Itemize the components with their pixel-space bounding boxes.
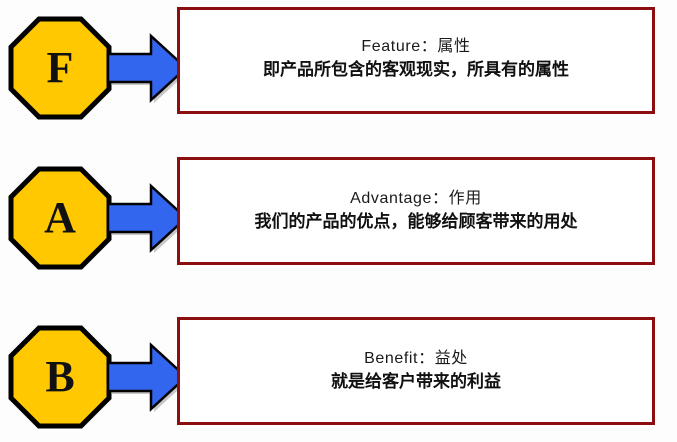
octagon-badge-benefit[interactable]: B	[8, 325, 112, 429]
right-arrow-icon	[106, 33, 189, 103]
octagon-letter-advantage: A	[44, 193, 76, 242]
feature-title: Feature：属性	[361, 38, 471, 55]
text-box-benefit: Benefit：益处 就是给客户带来的利益	[177, 317, 655, 425]
octagon-shape-icon: A	[8, 166, 112, 270]
arrow-feature	[104, 32, 190, 104]
arrow-benefit	[104, 341, 190, 413]
fab-row-benefit: B Benefit：益处 就是给客户带来的利益	[0, 305, 677, 442]
advantage-description: 我们的产品的优点，能够给顾客带来的用处	[254, 212, 578, 231]
benefit-description: 就是给客户带来的利益	[331, 372, 501, 391]
right-arrow-icon	[106, 342, 189, 412]
advantage-title: Advantage：作用	[350, 190, 482, 207]
octagon-badge-feature[interactable]: F	[8, 16, 112, 120]
feature-description: 即产品所包含的客观现实，所具有的属性	[263, 60, 569, 79]
octagon-shape-icon: F	[8, 16, 112, 120]
octagon-letter-feature: F	[47, 43, 74, 92]
text-box-feature: Feature：属性 即产品所包含的客观现实，所具有的属性	[177, 7, 655, 114]
fab-row-feature: F Feature：属性 即产品所包含的客观现实，所具有的属性	[0, 0, 677, 145]
octagon-shape-icon: B	[8, 325, 112, 429]
text-box-advantage: Advantage：作用 我们的产品的优点，能够给顾客带来的用处	[177, 157, 655, 265]
octagon-badge-advantage[interactable]: A	[8, 166, 112, 270]
benefit-title: Benefit：益处	[364, 350, 468, 367]
octagon-letter-benefit: B	[45, 352, 74, 401]
right-arrow-icon	[106, 183, 189, 253]
fab-row-advantage: A Advantage：作用 我们的产品的优点，能够给顾客带来的用处	[0, 150, 677, 295]
arrow-advantage	[104, 182, 190, 254]
